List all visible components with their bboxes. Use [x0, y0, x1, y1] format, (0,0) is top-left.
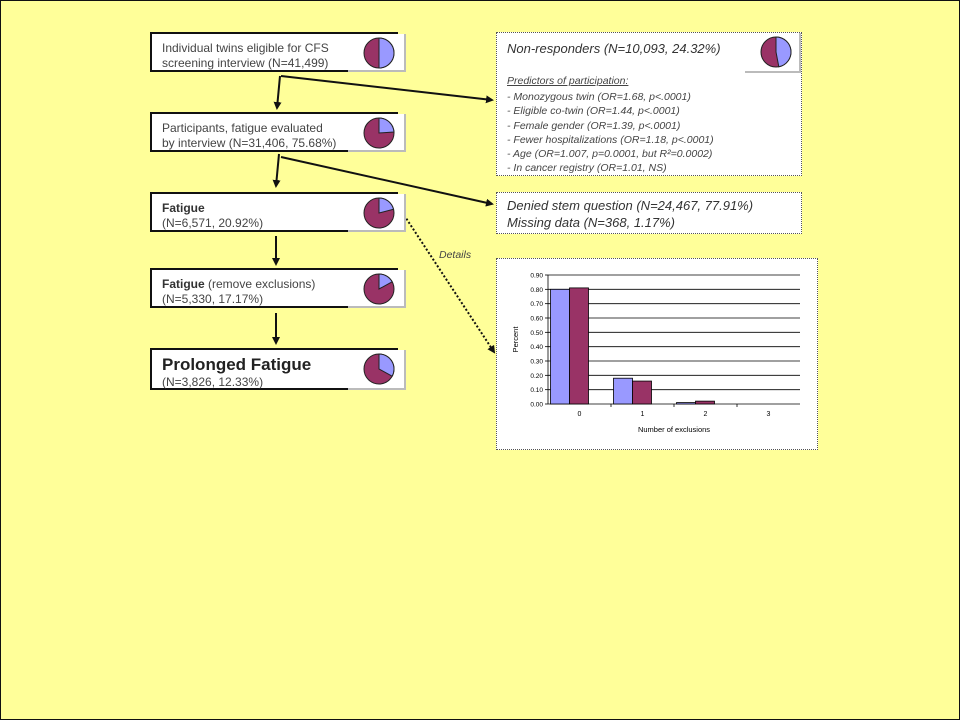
y-tick-label: 0.30: [530, 359, 543, 366]
pie-slice-blue: [378, 37, 395, 69]
predictor-item: Age (OR=1.007, p=0.0001, but R²=0.0002): [507, 147, 714, 161]
box-fatigue-exclusions-line2: (N=5,330, 17.17%): [162, 292, 264, 306]
box-eligible-text: Individual twins eligible for CFS screen…: [162, 41, 329, 71]
box-prolonged-line2: (N=3,826, 12.33%): [162, 375, 264, 389]
y-tick-label: 0.80: [530, 287, 543, 294]
x-axis-label: Number of exclusions: [638, 425, 710, 434]
bar-blue-2: [676, 402, 696, 405]
bar-blue-0: [550, 288, 570, 405]
pie-non-responders: [745, 33, 801, 73]
box-eligible-line2: screening interview (N=41,499): [162, 56, 329, 70]
pie-prolonged: [348, 350, 406, 390]
box-fatigue: Fatigue (N=6,571, 20.92%): [150, 192, 406, 232]
exclusions-chart-panel: [496, 258, 818, 450]
box-prolonged-title: Prolonged Fatigue: [162, 355, 312, 374]
non-responders-panel: Non-responders (N=10,093, 24.32%) Predic…: [496, 32, 802, 176]
box-eligible: Individual twins eligible for CFS screen…: [150, 32, 406, 72]
y-tick-label: 0.20: [530, 373, 543, 380]
bar-maroon-0: [569, 287, 589, 405]
y-tick-label: 0.00: [530, 402, 543, 409]
x-tick-label: 3: [767, 411, 771, 418]
predictor-item: Eligible co-twin (OR=1.44, p<.0001): [507, 104, 714, 118]
predictor-item: Fewer hospitalizations (OR=1.18, p<.0001…: [507, 133, 713, 147]
predictor-item: In cancer registry (OR=1.01, NS): [507, 161, 714, 175]
pie-participants: [348, 114, 406, 152]
box-participants-text: Participants, fatigue evaluated by inter…: [162, 121, 336, 151]
pie-slice-blue: [775, 36, 792, 68]
predictors-list: Monozygous twin (OR=1.68, p<.0001) Eligi…: [507, 90, 714, 176]
predictor-item: Female gender (OR=1.39, p<.0001): [507, 119, 714, 133]
box-fatigue-text: Fatigue (N=6,571, 20.92%): [162, 201, 263, 231]
y-tick-label: 0.70: [530, 301, 543, 308]
x-tick-label: 2: [704, 411, 708, 418]
non-responders-title: Non-responders (N=10,093, 24.32%): [507, 41, 721, 56]
y-tick-label: 0.40: [530, 344, 543, 351]
pie-fatigue-exclusions: [348, 270, 406, 308]
pie-slice-blue: [378, 197, 395, 214]
bar-blue-1: [613, 377, 633, 405]
denied-panel: Denied stem question (N=24,467, 77.91%) …: [496, 192, 802, 234]
box-fatigue-exclusions-text: Fatigue (remove exclusions) (N=5,330, 17…: [162, 277, 315, 307]
y-axis-label: Percent: [511, 326, 520, 353]
box-fatigue-exclusions-title: Fatigue: [162, 277, 205, 291]
pie-slice-blue: [378, 353, 395, 377]
y-tick-label: 0.90: [530, 273, 543, 280]
box-prolonged-text: Prolonged Fatigue (N=3,826, 12.33%): [162, 355, 311, 390]
box-participants: Participants, fatigue evaluated by inter…: [150, 112, 406, 152]
x-tick-label: 1: [641, 411, 645, 418]
pie-eligible: [348, 34, 406, 72]
box-prolonged-fatigue: Prolonged Fatigue (N=3,826, 12.33%): [150, 348, 406, 390]
x-tick-label: 0: [578, 411, 582, 418]
box-participants-line2: by interview (N=31,406, 75.68%): [162, 136, 337, 150]
bar-maroon-2: [695, 400, 715, 405]
pie-fatigue: [348, 194, 406, 232]
box-participants-line1: Participants, fatigue evaluated: [162, 121, 323, 135]
denied-line1: Denied stem question (N=24,467, 77.91%): [507, 198, 754, 213]
arrow-to-non-responders: [280, 75, 494, 104]
bar-maroon-1: [632, 380, 652, 405]
denied-text: Denied stem question (N=24,467, 77.91%) …: [507, 197, 753, 231]
predictors-subtitle: Predictors of participation:: [507, 75, 629, 87]
pie-slice-blue: [378, 273, 393, 290]
box-fatigue-exclusions-suffix: (remove exclusions): [204, 277, 316, 291]
arrow-eligible-to-participants: [273, 75, 282, 110]
details-label: Details: [439, 249, 472, 261]
y-tick-label: 0.60: [530, 316, 543, 323]
box-fatigue-title: Fatigue: [162, 201, 205, 215]
box-eligible-line1: Individual twins eligible for CFS: [162, 41, 329, 55]
arrow-participants-to-fatigue: [272, 153, 281, 188]
pie-slice-blue: [378, 117, 395, 134]
y-tick-label: 0.10: [530, 387, 543, 394]
predictor-item: Monozygous twin (OR=1.68, p<.0001): [507, 90, 714, 104]
arrow-to-denied: [280, 156, 494, 207]
y-tick-label: 0.50: [530, 330, 543, 337]
box-fatigue-exclusions: Fatigue (remove exclusions) (N=5,330, 17…: [150, 268, 406, 308]
box-fatigue-line2: (N=6,571, 20.92%): [162, 216, 264, 230]
denied-line2: Missing data (N=368, 1.17%): [507, 215, 676, 230]
